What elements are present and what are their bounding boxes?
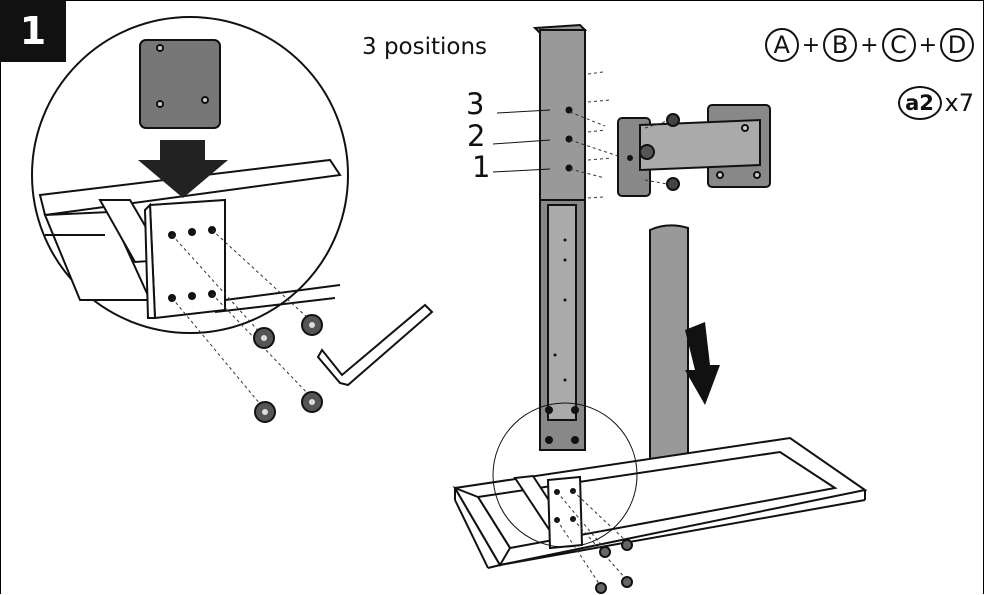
parts-list: A + B + C + D (764, 28, 974, 62)
leg-post-top (139, 39, 221, 129)
plus-sign: + (801, 32, 821, 58)
column (532, 23, 588, 451)
step-number: 1 (19, 9, 47, 53)
step-number-badge: 1 (0, 0, 66, 62)
position-number-3: 3 (466, 87, 485, 121)
part-a-badge: A (764, 28, 799, 62)
plus-sign: + (860, 32, 879, 58)
down-arrow (138, 140, 228, 198)
base-bracket (546, 475, 584, 550)
base-bolts (595, 539, 633, 594)
mount-bracket (617, 104, 771, 197)
position-leaders (492, 109, 551, 173)
part-c-badge: C (881, 28, 916, 62)
base-detail-circle (492, 402, 638, 548)
mount-bolts (666, 113, 680, 191)
allen-key-icon (316, 303, 434, 387)
cover-arrow (685, 322, 720, 405)
position-number-1: 1 (472, 150, 491, 184)
part-d-badge: D (940, 28, 974, 62)
detail-bolts (253, 314, 323, 423)
hardware-label: a2 x7 (897, 86, 974, 120)
part-b-badge: B (823, 28, 858, 62)
plus-sign: + (918, 32, 937, 58)
hardware-code-badge: a2 (897, 86, 942, 120)
column-guide-lines (569, 71, 631, 199)
mount-guide-lines (644, 120, 668, 185)
position-number-2: 2 (467, 119, 486, 153)
positions-label: 3 positions (362, 34, 488, 60)
base-frame (452, 436, 868, 569)
detail-bracket (143, 198, 226, 320)
hardware-quantity: x7 (944, 89, 974, 117)
column-slot-marks (553, 238, 567, 382)
base-guide-lines (556, 490, 626, 586)
